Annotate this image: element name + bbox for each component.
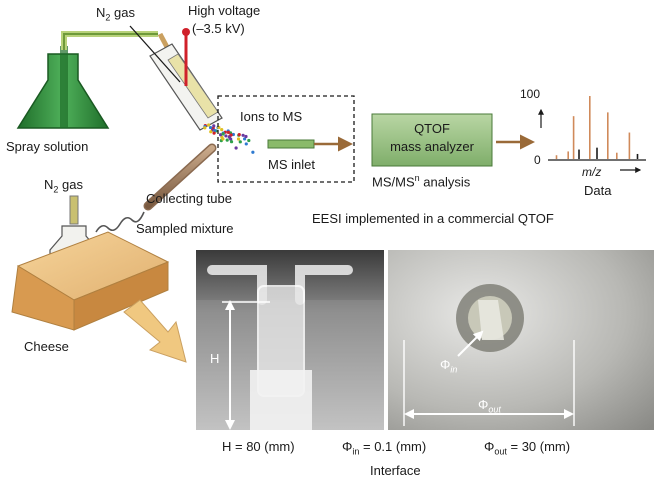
ions-to-ms-label: Ions to MS <box>240 109 303 124</box>
interface-photo-right <box>388 250 654 430</box>
phi-in-marker: Φin <box>440 357 458 375</box>
ions-to-ms-box <box>217 95 355 183</box>
spray-plume <box>203 123 255 154</box>
interface-photo-left <box>196 250 384 430</box>
ms-inlet-label: MS inlet <box>268 157 315 172</box>
qtof-line2: mass analyzer <box>390 139 474 154</box>
collecting-tube-label: Collecting tube <box>146 191 232 206</box>
high-voltage-label: High voltage <box>188 3 261 18</box>
ms-inlet-capillary <box>267 136 353 152</box>
mass-spectrum <box>538 96 646 173</box>
sprayer-assembly <box>129 25 223 131</box>
phi-out-marker: Φout <box>478 397 501 415</box>
phi-out-value: Φout = 30 (mm) <box>484 439 571 457</box>
qtof-line1: QTOF <box>414 121 450 136</box>
n2-gas-left-label: N2 gas <box>44 177 83 195</box>
spray-solution-flask <box>16 46 110 129</box>
data-label: Data <box>584 183 612 198</box>
qtof-box <box>371 113 493 167</box>
spray-solution-label: Spray solution <box>6 139 89 154</box>
cheese-label: Cheese <box>24 339 69 354</box>
sampled-mixture-label: Sampled mixture <box>136 221 234 236</box>
cheese-block <box>11 231 170 331</box>
voltage-value: (–3.5 kV) <box>192 21 245 36</box>
cheese-to-interface-arrow <box>123 299 187 363</box>
interface-label: Interface <box>370 463 421 478</box>
phi-in-value: Φin = 0.1 (mm) <box>342 439 427 457</box>
eesi-caption: EESI implemented in a commercial QTOF <box>312 211 554 226</box>
spectrum-x-label: m/z <box>582 165 602 179</box>
spectrum-y-min: 0 <box>534 153 541 167</box>
ms-analysis-label: MS/MSn analysis <box>372 173 471 190</box>
h-marker: H <box>210 351 220 366</box>
high-voltage-electrode <box>182 28 190 86</box>
n2-gas-top-label: N2 gas <box>96 5 135 23</box>
spectrum-y-max: 100 <box>520 87 541 101</box>
h-value: H = 80 (mm) <box>222 439 295 454</box>
